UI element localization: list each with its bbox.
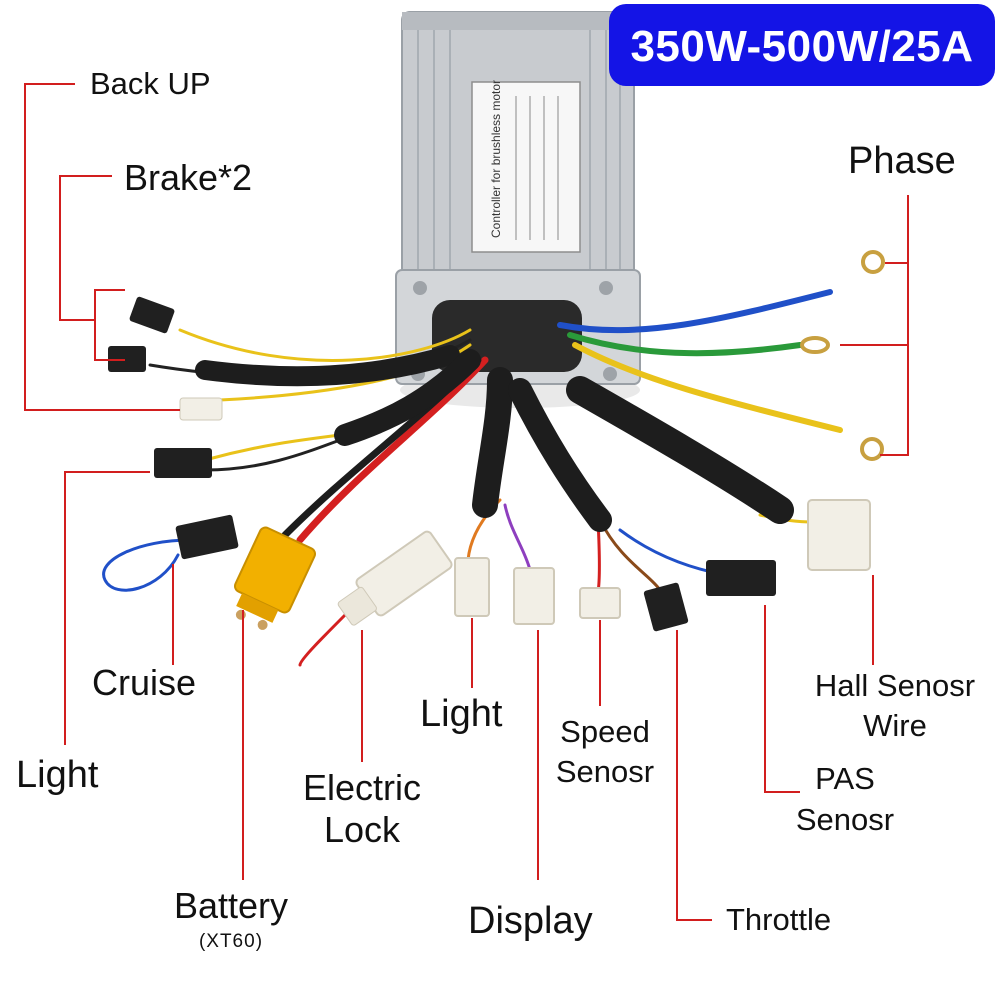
label-electric-lock-line2: Lock [323, 809, 401, 850]
label-light-center: Light [420, 693, 503, 735]
throttle-connector [643, 582, 689, 632]
leader-back-up [24, 83, 180, 411]
label-cruise: Cruise [92, 662, 197, 703]
label-electric-lock-line1: Electric [302, 767, 422, 808]
leader-brake-fork [94, 289, 125, 361]
hall-connector [807, 499, 871, 571]
phase-terminals [800, 250, 885, 461]
label-speed-line2: Senosr [555, 754, 655, 789]
light-left-connector [154, 448, 212, 478]
pas-connector [706, 560, 776, 596]
brake-connector-1 [129, 296, 175, 334]
label-throttle: Throttle [726, 902, 832, 937]
label-display: Display [468, 900, 593, 942]
leader-brake [59, 175, 112, 321]
brake-connector-2 [108, 346, 146, 372]
display-connector [513, 567, 555, 625]
label-pas-line1: PAS [815, 761, 875, 796]
label-light-left: Light [16, 754, 99, 796]
cruise-connector [175, 514, 239, 560]
label-speed-line1: Speed [560, 714, 650, 749]
controller-label: Controller for brushless motor [471, 80, 581, 253]
light-center-connector [454, 557, 490, 617]
leader-pas [764, 605, 800, 793]
label-hall-line2: Wire [863, 708, 927, 743]
label-battery: Battery [173, 885, 289, 926]
power-rating-badge: 350W-500W/25A [612, 7, 992, 83]
label-battery-sub: (XT60) [198, 931, 264, 952]
cable-sleeves [195, 345, 794, 532]
label-hall-line1: Hall Senosr [814, 668, 976, 703]
label-pas-line2: Senosr [795, 802, 895, 837]
leader-phase [880, 195, 909, 456]
leader-light-left [64, 471, 150, 745]
label-brake: Brake*2 [124, 157, 253, 198]
speed-connector [579, 587, 621, 619]
label-back-up: Back UP [90, 66, 211, 101]
electric-lock-connector [337, 530, 453, 626]
label-phase: Phase [848, 140, 956, 182]
connectors [108, 296, 871, 632]
controller-label-title: Controller for brushless motor [489, 80, 503, 238]
leader-throttle [676, 630, 712, 921]
xt60-connector [233, 526, 317, 630]
power-rating-text: 350W-500W/25A [630, 22, 974, 71]
